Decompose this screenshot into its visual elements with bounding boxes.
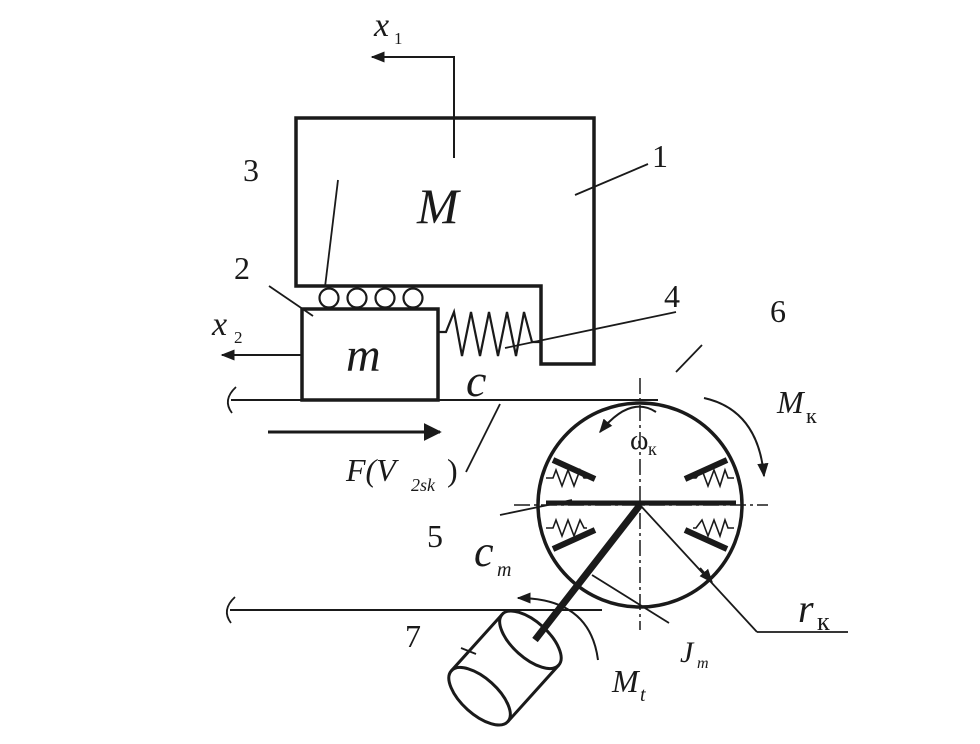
Mk-label: M к: [776, 384, 817, 428]
part-number-4: 4: [664, 278, 680, 314]
Mt-moment-arrow: [516, 592, 599, 661]
part-number-3: 3: [243, 152, 259, 188]
rollers: [318, 287, 424, 309]
svg-text:m: m: [497, 559, 511, 581]
svg-text:): ): [447, 452, 458, 488]
spring-c: [438, 308, 541, 357]
motor: [447, 609, 563, 727]
svg-text:r: r: [798, 586, 814, 631]
part-number-7: 7: [405, 618, 421, 654]
svg-text:к: к: [817, 607, 830, 636]
motor-shaft: [532, 502, 643, 643]
svg-text:F(V: F(V: [345, 452, 399, 488]
x2-label: x 2: [211, 306, 243, 347]
svg-text:2sk: 2sk: [411, 475, 436, 495]
svg-text:к: к: [806, 403, 817, 428]
rk-pointer: [699, 567, 713, 584]
left-wheel-spring-lower: [546, 517, 587, 539]
omega-label: ω к: [630, 425, 657, 459]
svg-text:x: x: [211, 306, 227, 343]
part-number-5: 5: [427, 518, 443, 554]
wheel-shoe-arms: [551, 457, 729, 552]
x1-label: x 1: [373, 7, 403, 48]
part-number-6: 6: [770, 293, 786, 329]
svg-text:t: t: [640, 684, 646, 706]
Jm-label: J m: [680, 636, 709, 672]
upper-surface-break: [226, 386, 237, 414]
svg-text:1: 1: [394, 29, 403, 48]
part-number-1: 1: [652, 138, 668, 174]
Mt-label: M t: [611, 663, 646, 706]
right-wheel-spring-lower: [693, 517, 734, 539]
omega-rotation-arrow: [599, 405, 657, 434]
radius-line: [639, 504, 758, 633]
leader-lines: [268, 163, 703, 655]
svg-text:к: к: [648, 439, 657, 459]
svg-text:m: m: [697, 655, 709, 672]
left-wheel-spring-upper: [546, 467, 587, 489]
M-label: M: [416, 178, 461, 234]
m-label: m: [346, 329, 381, 382]
x1-axis-arrow: [370, 51, 455, 158]
right-wheel-spring: [693, 467, 734, 489]
rk-label: r к: [798, 586, 830, 636]
svg-text:x: x: [373, 7, 389, 44]
svg-text:M: M: [776, 384, 806, 420]
Mk-moment-arrow: [703, 397, 769, 478]
svg-text:M: M: [611, 663, 641, 699]
part-number-2: 2: [234, 250, 250, 286]
svg-text:c: c: [474, 527, 494, 576]
force-label: F(V 2sk ): [345, 452, 458, 495]
svg-text:J: J: [680, 636, 695, 669]
lower-surface-break: [225, 596, 236, 624]
svg-text:2: 2: [234, 328, 243, 347]
c-label: c: [466, 355, 486, 406]
cm-label: c m: [474, 527, 511, 581]
svg-text:ω: ω: [630, 425, 648, 456]
body-M-outline: [294, 116, 596, 366]
